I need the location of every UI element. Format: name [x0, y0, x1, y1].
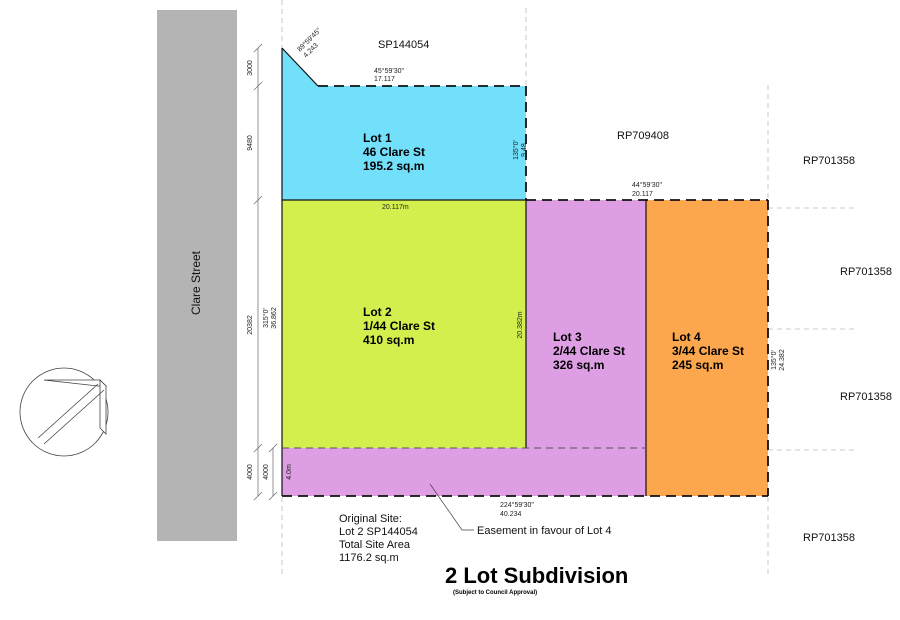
easement-area	[282, 448, 646, 496]
lot-4-name: Lot 4	[672, 330, 701, 344]
lot-3-area	[526, 200, 646, 448]
lot1-right-length: 9.48	[521, 143, 528, 157]
lot34-top-bearing: 44°59'30"	[632, 181, 662, 189]
site-boundary	[282, 85, 769, 497]
lot-4-area-text: 245 sq.m	[672, 358, 723, 372]
bottom-length: 40.234	[500, 511, 522, 518]
street-label: Clare Street	[189, 250, 203, 315]
original-line-2: Lot 2 SP144054	[339, 526, 418, 538]
lot-3-label: Lot 3 2/44 Clare St 326 sq.m	[553, 330, 625, 372]
lot-3-area-text: 326 sq.m	[553, 358, 604, 372]
dim-4000-a: 4000	[247, 464, 254, 480]
lot34-top-length: 20.117	[632, 191, 653, 198]
guide-lines	[281, 0, 855, 575]
plan-subtitle: (Subject to Council Approval)	[453, 590, 537, 596]
street-band	[157, 10, 237, 541]
original-line-4: 1176.2 sq.m	[339, 552, 399, 564]
dim-3000: 3000	[247, 60, 254, 76]
lot-2-address: 1/44 Clare St	[363, 319, 435, 333]
dim-20382: 20382	[247, 315, 254, 335]
lot-3-name: Lot 3	[553, 330, 582, 344]
lot-2-area	[282, 200, 526, 448]
left-dimension	[253, 43, 278, 501]
lot-1-area	[282, 48, 526, 200]
lot-1-address: 46 Clare St	[363, 145, 425, 159]
lot-boundaries	[281, 47, 647, 496]
lot2-top-length: 20.117m	[382, 204, 409, 211]
lot2-left-bearing: 315°0'	[262, 308, 270, 328]
easement-width: 4.0m	[286, 464, 293, 480]
lot1-right-bearing: 135°0'	[512, 140, 520, 160]
lot-2-area-text: 410 sq.m	[363, 333, 414, 347]
lot1-top-length: 17.117	[374, 76, 395, 83]
lot-4-area	[646, 200, 768, 496]
lot2-right-length: 20.382m	[517, 311, 524, 338]
lot-1-name: Lot 1	[363, 131, 392, 145]
lot4-right-length: 24.382	[779, 349, 786, 371]
lot-2-name: Lot 2	[363, 305, 392, 319]
lot-4-label: Lot 4 3/44 Clare St 245 sq.m	[672, 330, 744, 372]
parcel-sp144054: SP144054	[378, 39, 429, 51]
lot1-top-bearing: 45°59'30"	[374, 67, 404, 75]
dim-9480: 9480	[247, 135, 254, 151]
lot2-left-length: 36.862	[271, 307, 278, 329]
north-arrow-icon	[19, 367, 109, 457]
plan-title: 2 Lot Subdivision	[445, 563, 628, 588]
original-site-note: Original Site: Lot 2 SP144054 Total Site…	[339, 513, 418, 564]
easement-note: Easement in favour of Lot 4	[477, 525, 612, 537]
lot-1-area-text: 195.2 sq.m	[363, 159, 424, 173]
lot4-right-bearing: 135°0'	[770, 350, 778, 370]
parcel-rp701358-a: RP701358	[803, 155, 855, 167]
lot-3-address: 2/44 Clare St	[553, 344, 625, 358]
parcel-rp709408: RP709408	[617, 130, 669, 142]
original-line-1: Original Site:	[339, 513, 402, 525]
parcel-rp701358-b: RP701358	[840, 266, 892, 278]
lot-2-label: Lot 2 1/44 Clare St 410 sq.m	[363, 305, 435, 347]
bottom-bearing: 224°59'30"	[500, 501, 534, 509]
parcel-rp701358-d: RP701358	[803, 532, 855, 544]
lot-4-address: 3/44 Clare St	[672, 344, 744, 358]
lot-1-label: Lot 1 46 Clare St 195.2 sq.m	[363, 131, 425, 173]
original-line-3: Total Site Area	[339, 539, 411, 551]
easement-leader	[429, 483, 474, 531]
dim-4000-b: 4000	[263, 464, 270, 480]
parcel-rp701358-c: RP701358	[840, 391, 892, 403]
